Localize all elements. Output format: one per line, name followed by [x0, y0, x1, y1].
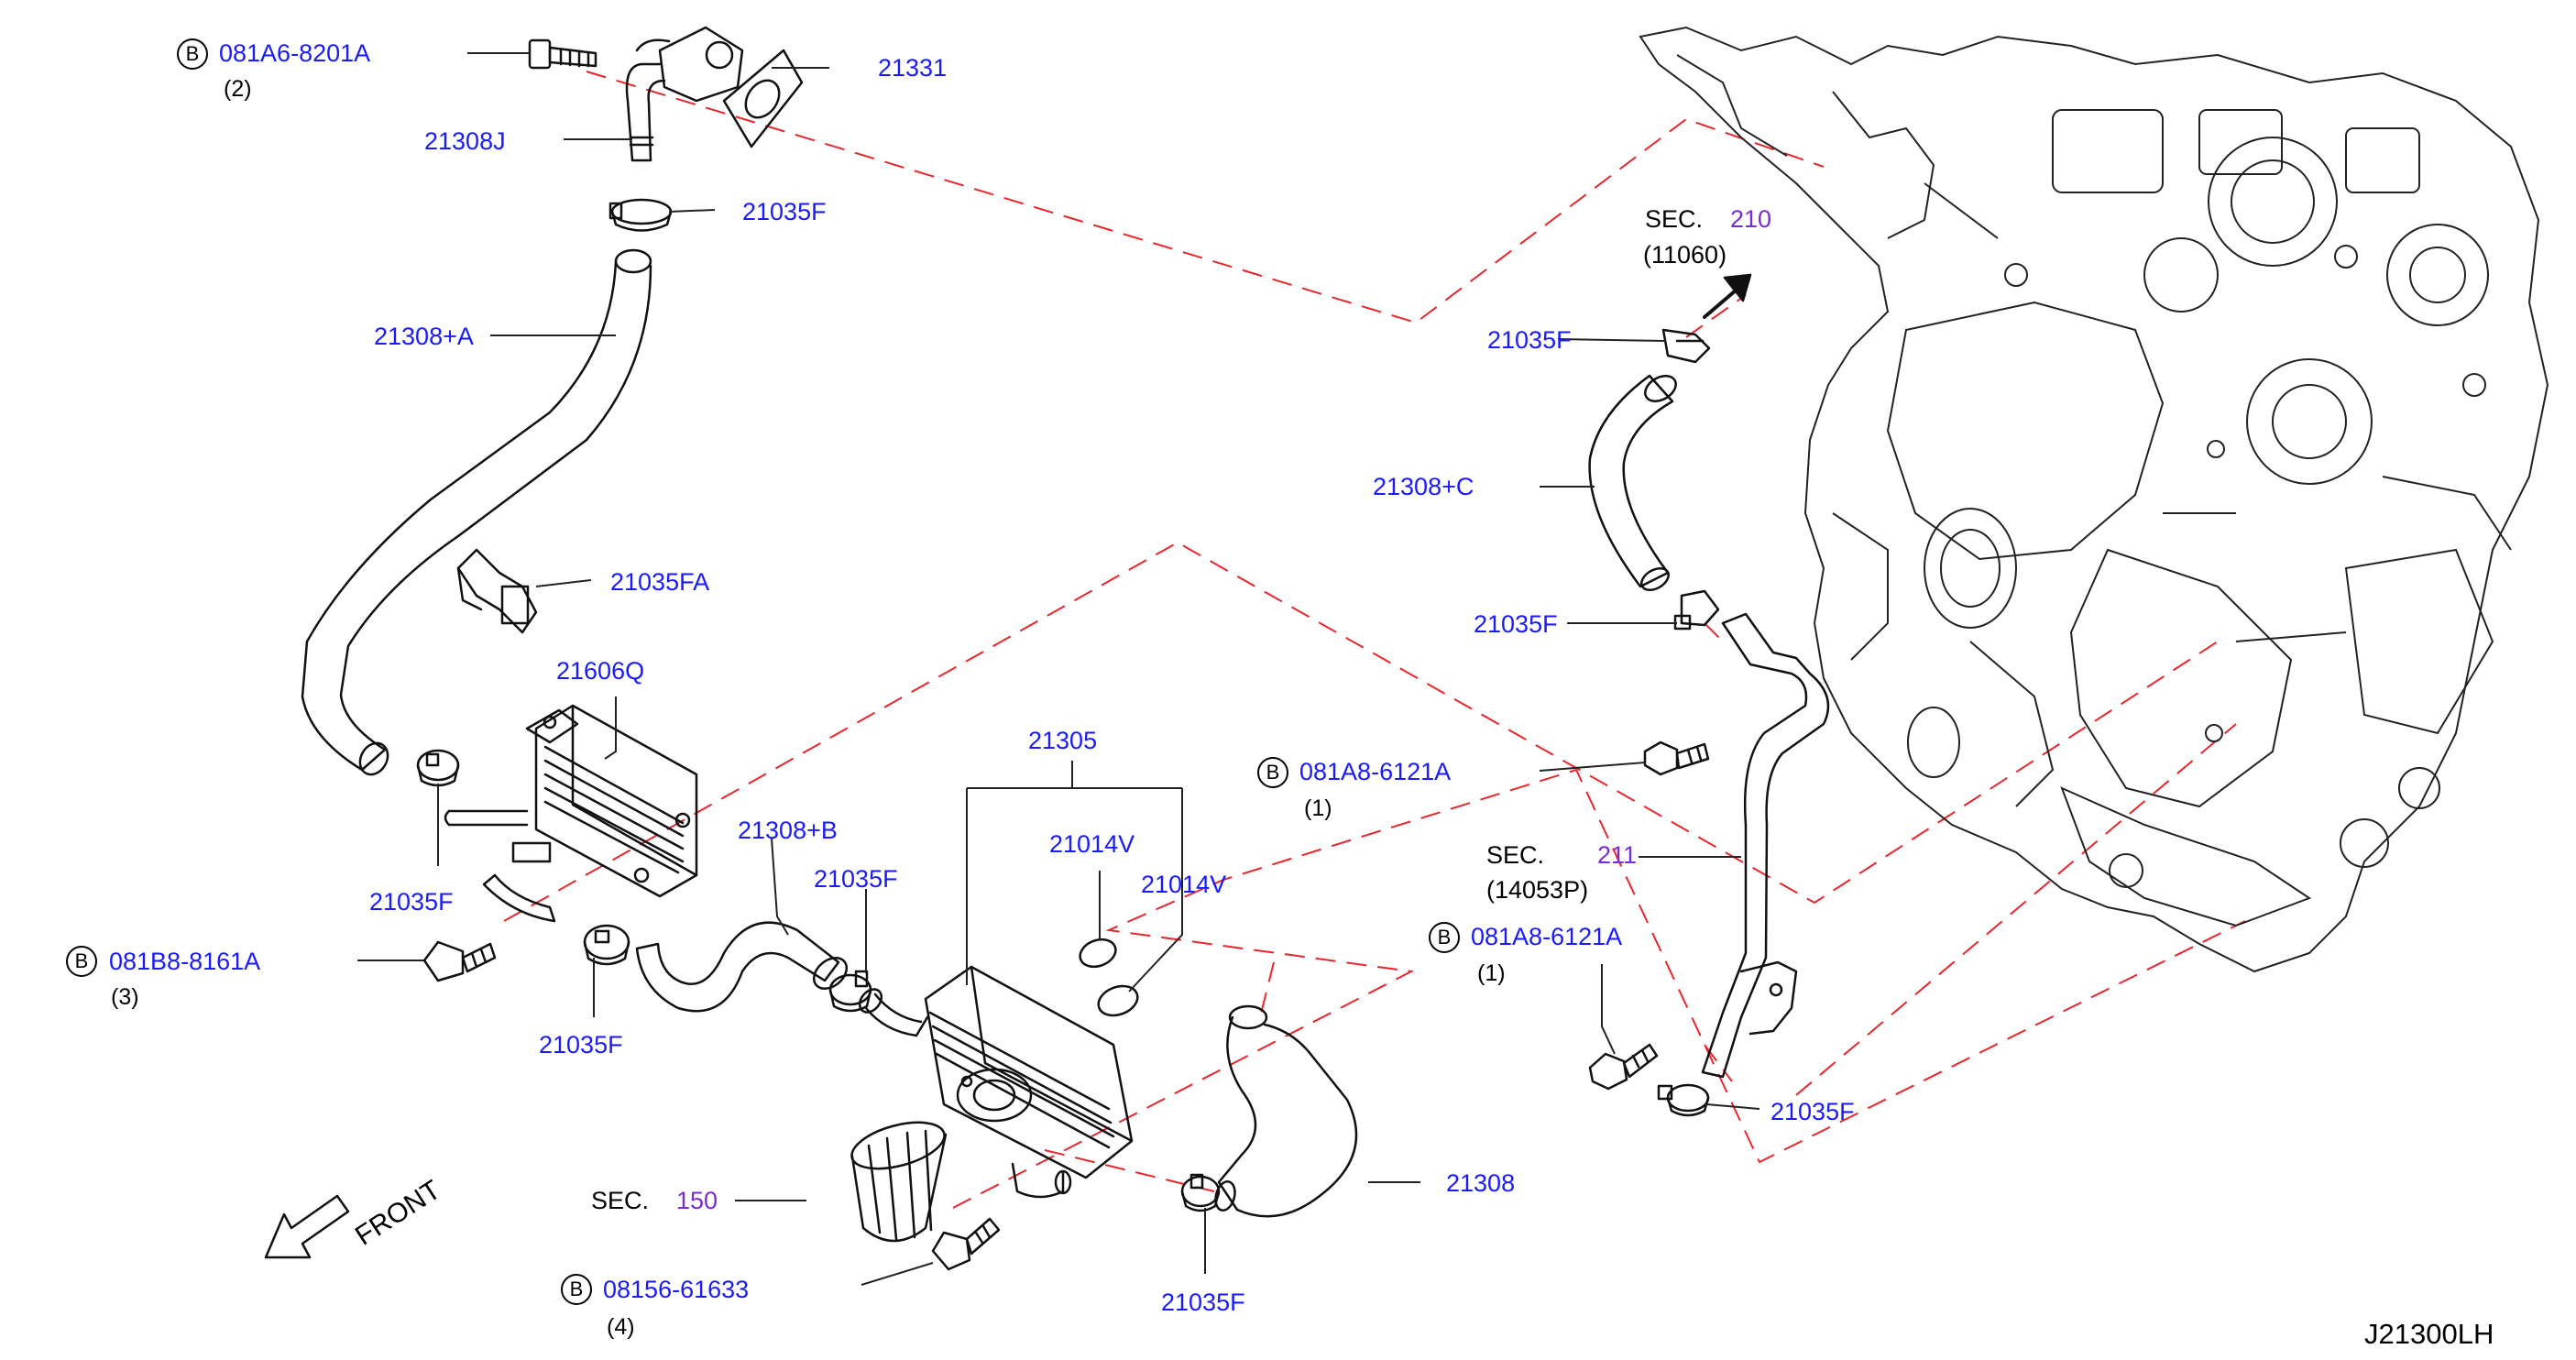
oil-filter-drawing — [850, 1121, 948, 1243]
clamp-21035F-mid-drawing — [828, 970, 872, 1013]
gasket-21331-drawing — [722, 49, 804, 148]
front-arrow-icon — [264, 1194, 350, 1259]
part-label-21308A[interactable]: 21308+A — [374, 323, 474, 350]
engine-block — [1639, 26, 2549, 973]
clamp-21035F-left-drawing — [416, 749, 460, 787]
part-label-21035F[interactable]: 21035F — [1474, 610, 1558, 638]
pipe-21308J-drawing — [625, 26, 744, 162]
bolt-marker-icon: B — [1257, 757, 1288, 788]
section-ref: (11060) — [1643, 241, 1727, 269]
bolt-part-number[interactable]: 081B8-8161A — [109, 948, 261, 975]
section-prefix: SEC. — [591, 1187, 650, 1214]
bolt-qty: (3) — [111, 984, 139, 1010]
clamp-21035F-right-top-drawing — [1661, 328, 1711, 364]
section-number[interactable]: 211 — [1597, 841, 1638, 869]
part-label-21606Q[interactable]: 21606Q — [556, 657, 645, 685]
bolt-qty: (1) — [1304, 795, 1332, 821]
bolt-part-number[interactable]: 081A6-8201A — [219, 39, 371, 67]
part-label-21035F[interactable]: 21035F — [742, 198, 827, 225]
part-label-21014V[interactable]: 21014V — [1049, 830, 1135, 858]
part-label-21035F[interactable]: 21035F — [814, 865, 898, 893]
bolt-part-number[interactable]: 081A8-6121A — [1299, 758, 1452, 785]
clamp-21035F-right-bottom-drawing — [1657, 1083, 1710, 1117]
section-prefix: SEC. — [1645, 205, 1704, 233]
o-rings-21014V-drawing — [1079, 938, 1139, 1017]
bolt-marker-icon: B — [66, 946, 97, 977]
parts-drawings — [264, 26, 1830, 1271]
bolt-drawing-081A8-upper — [1643, 740, 1710, 776]
part-label-21305[interactable]: 21305 — [1028, 727, 1098, 754]
direction-arrow-icon — [1703, 273, 1752, 319]
clip-21035FA-drawing — [456, 548, 538, 634]
part-label-21014V[interactable]: 21014V — [1141, 871, 1227, 898]
part-label-21035FA[interactable]: 21035FA — [610, 568, 710, 596]
bolt-marker-icon: B — [1429, 922, 1460, 953]
bolt-marker-icon: B — [177, 38, 208, 70]
clamp-21035F-right-mid-drawing — [1673, 589, 1720, 631]
bolt-qty: (4) — [607, 1314, 635, 1340]
section-number[interactable]: 150 — [676, 1187, 718, 1214]
section-prefix: SEC. — [1486, 841, 1545, 869]
part-label-21331[interactable]: 21331 — [878, 54, 948, 82]
hose-21308A-drawing — [301, 248, 652, 776]
clamp-21035F-lower-left-drawing — [583, 924, 630, 966]
bolt-drawing-081B8 — [422, 940, 497, 982]
hose-21308-drawing — [1214, 1004, 1358, 1218]
diagram-code: J21300LH — [2364, 1318, 2494, 1350]
part-label-21035F[interactable]: 21035F — [1487, 326, 1572, 354]
oil-cooler-21305-drawing — [858, 965, 1134, 1199]
cooler-21606Q-drawing — [444, 704, 698, 923]
bolt-marker-icon: B — [561, 1274, 592, 1305]
bolt-drawing-081A8-lower — [1588, 1043, 1659, 1091]
part-label-21308[interactable]: 21308 — [1446, 1169, 1516, 1197]
hose-21308B-drawing — [635, 921, 849, 1013]
bolt-part-number[interactable]: 081A8-6121A — [1471, 923, 1623, 950]
clamp-21035F-top-drawing — [608, 198, 673, 232]
part-label-21035F[interactable]: 21035F — [1770, 1098, 1855, 1125]
part-label-21035F[interactable]: 21035F — [1161, 1289, 1245, 1316]
part-label-21308B[interactable]: 21308+B — [738, 817, 838, 844]
bolt-drawing-08156 — [931, 1217, 1001, 1271]
bolt-drawing-top — [528, 38, 597, 70]
section-number[interactable]: 210 — [1730, 205, 1772, 233]
part-label-21308C[interactable]: 21308+C — [1373, 473, 1474, 500]
pipe-sec211-drawing — [1701, 612, 1830, 1079]
part-label-21035F[interactable]: 21035F — [369, 888, 454, 916]
section-ref: (14053P) — [1486, 876, 1589, 904]
bolt-part-number[interactable]: 08156-61633 — [603, 1276, 750, 1303]
assembly-dash-lines — [503, 71, 2246, 1209]
hose-21308C-drawing — [1588, 374, 1677, 592]
bolt-qty: (1) — [1477, 960, 1506, 986]
part-label-21035F[interactable]: 21035F — [539, 1031, 623, 1058]
leader-lines — [357, 52, 1760, 1286]
clamp-21035F-bottom-drawing — [1180, 1173, 1221, 1212]
part-label-21308J[interactable]: 21308J — [424, 127, 506, 155]
bolt-qty: (2) — [224, 76, 252, 102]
